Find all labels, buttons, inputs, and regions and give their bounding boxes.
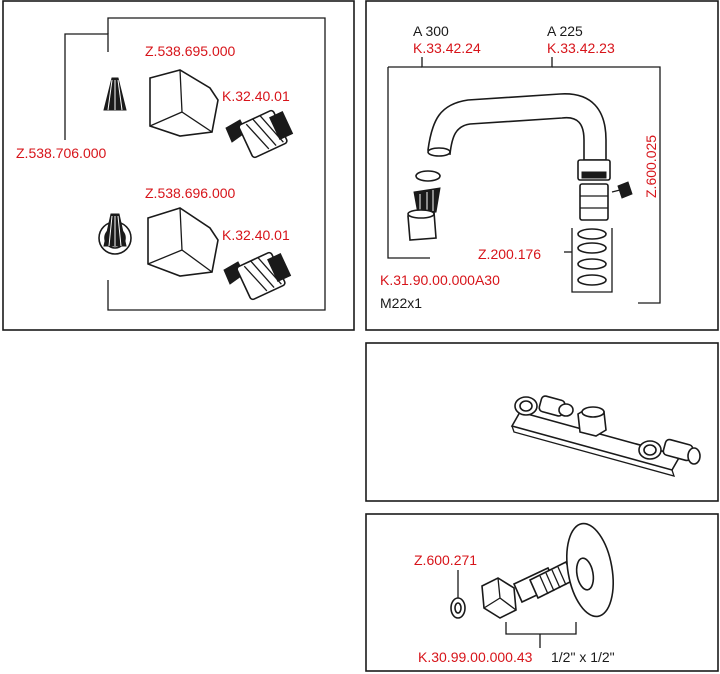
aerator: [407, 170, 441, 241]
label-variant-b-part: K.33.42.23: [547, 40, 615, 56]
label-variant-a: A 300: [413, 23, 449, 39]
spout-pipe: [427, 93, 611, 221]
label-bottom-cartridge: K.32.40.01: [222, 227, 290, 243]
spout-frame-left: [387, 67, 430, 259]
valves-panel-border: [2, 0, 355, 331]
body-panel: [365, 342, 719, 502]
valve-cartridge-top: [225, 109, 294, 159]
label-handle-insert: Z.538.706.000: [16, 145, 107, 161]
label-top-cartridge: K.32.40.01: [222, 88, 290, 104]
label-top-cap: Z.538.695.000: [145, 43, 236, 59]
connector-bracket: [505, 622, 577, 648]
label-connector: K.30.99.00.000.43: [418, 649, 533, 665]
spout-panel: A 300 K.33.42.24 A 225 K.33.42.23 Z.600.…: [365, 0, 719, 331]
handle-insert-top: [103, 77, 127, 111]
valve-body-bar: [510, 395, 701, 477]
connector-panel: Z.600.271 K.30.99.00.000.43 1/2" x 1/2": [365, 513, 719, 672]
label-bottom-cap: Z.538.696.000: [145, 185, 236, 201]
label-connector-size: 1/2" x 1/2": [551, 649, 615, 665]
spout-frame-right: [388, 66, 661, 304]
valve-cap-bottom: [147, 207, 219, 277]
valve-cartridge-bottom: [223, 251, 292, 301]
oring-bracket: [571, 228, 613, 293]
label-oring-set: Z.200.176: [478, 246, 541, 262]
grub-screw: [611, 181, 633, 199]
valves-bracket: [107, 17, 326, 311]
connector-fitting: [481, 560, 576, 619]
cover-rosette: [566, 522, 614, 618]
oring-set: [577, 228, 607, 286]
label-variant-a-part: K.33.42.24: [413, 40, 481, 56]
insert-leader-line: [64, 33, 109, 140]
washer: [450, 597, 466, 619]
label-washer: Z.600.271: [414, 552, 477, 568]
body-panel-border: [365, 342, 719, 502]
label-aerator-thread: M22x1: [380, 295, 422, 311]
handle-insert-bottom: [98, 213, 132, 255]
spout-panel-border: [365, 0, 719, 331]
label-screw: Z.600.025: [643, 135, 659, 198]
label-variant-b: A 225: [547, 23, 583, 39]
valve-cap-top: [149, 69, 219, 137]
connector-panel-border: [365, 513, 719, 672]
label-aerator: K.31.90.00.000A30: [380, 272, 500, 288]
valves-panel: Z.538.695.000 K.32.40.01 Z.538.706.000 Z…: [2, 0, 355, 331]
spout-variant-bracket: [421, 57, 553, 68]
